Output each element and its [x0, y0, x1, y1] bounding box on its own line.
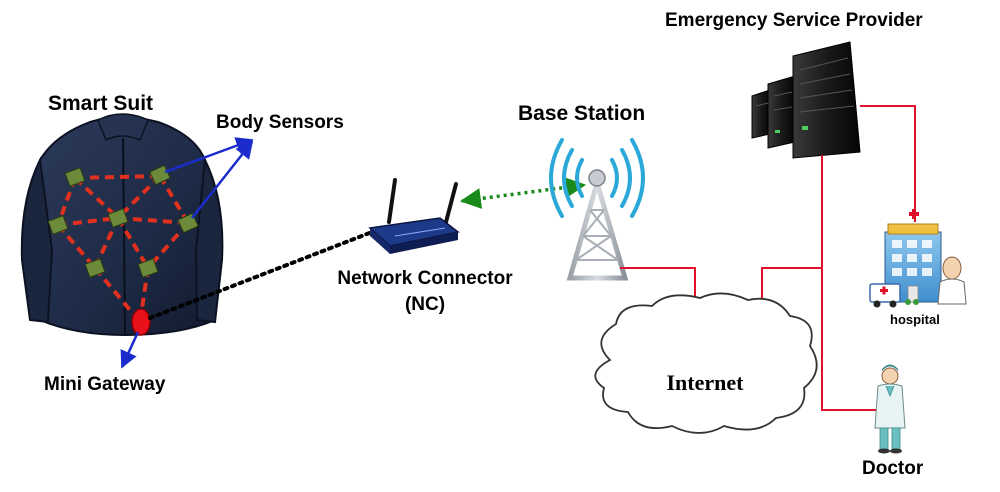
internet-cloud [594, 292, 818, 434]
emergency-service-provider-label: Emergency Service Provider [665, 10, 923, 31]
base-station-tower [549, 138, 645, 281]
smart-suit-jacket [20, 113, 224, 337]
sensor-node [107, 208, 129, 228]
sensor-node [84, 258, 106, 278]
sensor-node [64, 167, 86, 187]
smart-suit-label: Smart Suit [48, 92, 154, 115]
network-connector-router [368, 178, 460, 254]
body-sensor-nodes [47, 164, 199, 278]
mini-gateway-pointer-arrow [120, 331, 140, 369]
mini-gateway-label: Mini Gateway [44, 374, 166, 395]
hospital-building [869, 209, 967, 308]
body-sensors-label: Body Sensors [216, 112, 344, 133]
mini-gateway-node [131, 308, 151, 336]
sensor-node [47, 215, 69, 235]
network-connector-label: Network Connector [337, 268, 513, 289]
sensor-node [137, 258, 159, 278]
internet-label: Internet [666, 370, 744, 395]
doctor-label: Doctor [862, 458, 924, 479]
hospital-label: hospital [890, 312, 940, 327]
suit-to-nc-link [148, 230, 374, 320]
body-sensors-pointer-arrows [164, 137, 254, 219]
network-connector-abbrev-label: (NC) [404, 294, 446, 315]
emergency-service-provider-servers [751, 41, 861, 159]
base-station-label: Base Station [518, 102, 646, 125]
doctor-figure [874, 364, 906, 454]
